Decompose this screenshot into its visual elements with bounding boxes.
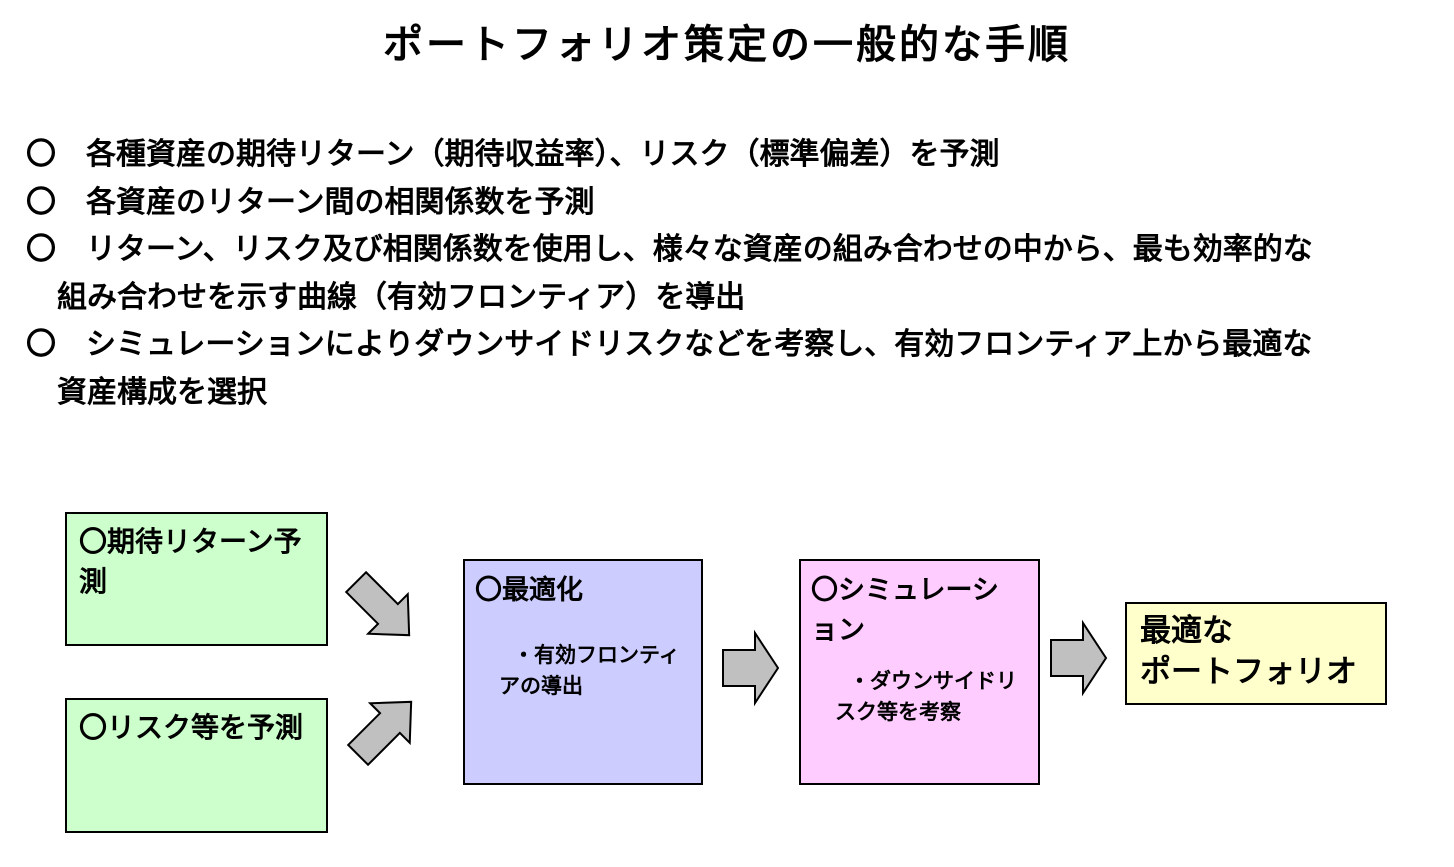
- bullet-line: 〇 各資産のリターン間の相関係数を予測: [26, 185, 595, 219]
- bullet-list: 〇 各種資産の期待リターン（期待収益率）、リスク（標準偏差）を予測 〇 各資産の…: [0, 131, 1454, 416]
- simulation-box: 〇シミュレーシ ョン ・ダウンサイドリ スク等を考察: [799, 559, 1040, 785]
- box-subtext: ・ダウンサイドリ スク等を考察: [811, 666, 1028, 728]
- optimization-box: 〇最適化 ・有効フロンティ アの導出: [463, 559, 703, 785]
- box-subtext: ・有効フロンティ アの導出: [475, 640, 691, 702]
- bullet-item: 〇 各種資産の期待リターン（期待収益率）、リスク（標準偏差）を予測: [0, 131, 1454, 179]
- bullet-line: 資産構成を選択: [57, 375, 267, 409]
- box-label: 最適な: [1140, 613, 1233, 648]
- bullet-item: 〇 各資産のリターン間の相関係数を予測: [0, 179, 1454, 227]
- box-label: 〇リスク等を予測: [79, 712, 304, 743]
- expected-return-box: 〇期待リターン予 測: [65, 512, 328, 646]
- box-subtext-line: ・有効フロンティ: [513, 644, 680, 667]
- box-subtext-line: スク等を考察: [835, 701, 961, 724]
- risk-box: 〇リスク等を予測: [65, 698, 328, 833]
- bullet-line: 〇 各種資産の期待リターン（期待収益率）、リスク（標準偏差）を予測: [26, 138, 1000, 171]
- box-label: 測: [79, 566, 108, 597]
- optimal-portfolio-box: 最適な ポートフォリオ: [1125, 602, 1387, 705]
- box-subtext-line: アの導出: [499, 675, 583, 698]
- page-title: ポートフォリオ策定の一般的な手順: [383, 23, 1071, 67]
- box-label: 〇期待リターン予: [79, 526, 302, 557]
- bullet-line: 組み合わせを示す曲線（有効フロンティア）を導出: [57, 280, 746, 314]
- bullet-line: 〇 リターン、リスク及び相関係数を使用し、様々な資産の組み合わせの中から、最も効…: [26, 233, 1313, 266]
- box-subtext-line: ・ダウンサイドリ: [849, 670, 1017, 693]
- arrow-up-right-icon: [346, 700, 413, 767]
- box-heading: ョン: [811, 615, 865, 645]
- arrow-down-right-icon: [344, 570, 411, 637]
- box-heading: 〇シミュレーシ: [811, 575, 999, 605]
- bullet-line: 〇 シミュレーションによりダウンサイドリスクなどを考察し、有効フロンティア上から…: [26, 328, 1313, 361]
- arrow-right-icon: [722, 629, 780, 707]
- box-heading: 〇最適化: [475, 575, 583, 605]
- bullet-item: 〇 シミュレーションによりダウンサイドリスクなどを考察し、有効フロンティア上から…: [0, 321, 1454, 416]
- box-label: ポートフォリオ: [1140, 654, 1357, 689]
- arrow-right-icon: [1050, 619, 1108, 697]
- bullet-item: 〇 リターン、リスク及び相関係数を使用し、様々な資産の組み合わせの中から、最も効…: [0, 226, 1454, 321]
